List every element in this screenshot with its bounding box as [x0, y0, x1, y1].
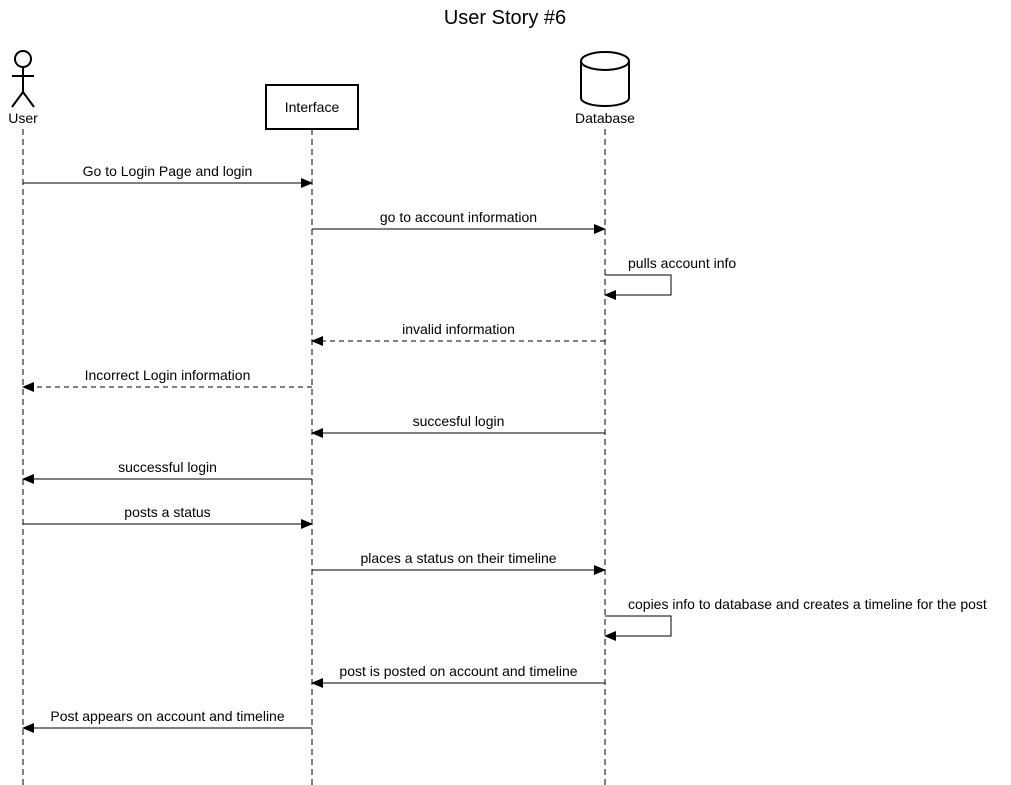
message-label: posts a status — [124, 504, 210, 520]
participant-database-label: Database — [575, 110, 635, 126]
message-1: Go to Login Page and login — [23, 163, 313, 188]
message-label: copies info to database and creates a ti… — [628, 596, 987, 612]
message-label: post is posted on account and timeline — [339, 663, 577, 679]
participant-user-label: User — [8, 110, 38, 126]
message-4: invalid information — [311, 321, 605, 346]
message-label: go to account information — [380, 209, 537, 225]
participant-interface-label: Interface — [285, 99, 340, 115]
message-7: successful login — [22, 459, 312, 484]
participant-interface: Interface — [265, 84, 359, 785]
message-label: Post appears on account and timeline — [50, 708, 284, 724]
message-8: posts a status — [23, 504, 313, 529]
self-message-arrow — [604, 615, 672, 641]
message-label: Incorrect Login information — [85, 367, 251, 383]
message-5: Incorrect Login information — [22, 367, 312, 392]
message-3: pulls account info — [604, 255, 736, 300]
database-cylinder-icon — [580, 51, 630, 107]
participant-database: Database — [575, 51, 635, 785]
message-12: Post appears on account and timeline — [22, 708, 312, 733]
participant-user: User — [8, 50, 38, 785]
message-label: places a status on their timeline — [360, 550, 556, 566]
messages-group: Go to Login Page and login go to account … — [22, 163, 987, 733]
message-label: invalid information — [402, 321, 515, 337]
stick-figure-icon — [11, 50, 35, 108]
message-10: copies info to database and creates a ti… — [604, 596, 987, 641]
message-6: succesful login — [311, 413, 605, 438]
message-label: succesful login — [413, 413, 505, 429]
self-message-arrow — [604, 274, 672, 300]
message-11: post is posted on account and timeline — [311, 663, 605, 688]
message-2: go to account information — [312, 209, 606, 234]
message-9: places a status on their timeline — [312, 550, 606, 575]
participant-interface-box — [265, 84, 359, 130]
diagram-title: User Story #6 — [444, 7, 566, 29]
message-label: successful login — [118, 459, 217, 475]
message-label: pulls account info — [628, 255, 736, 271]
message-label: Go to Login Page and login — [83, 163, 253, 179]
